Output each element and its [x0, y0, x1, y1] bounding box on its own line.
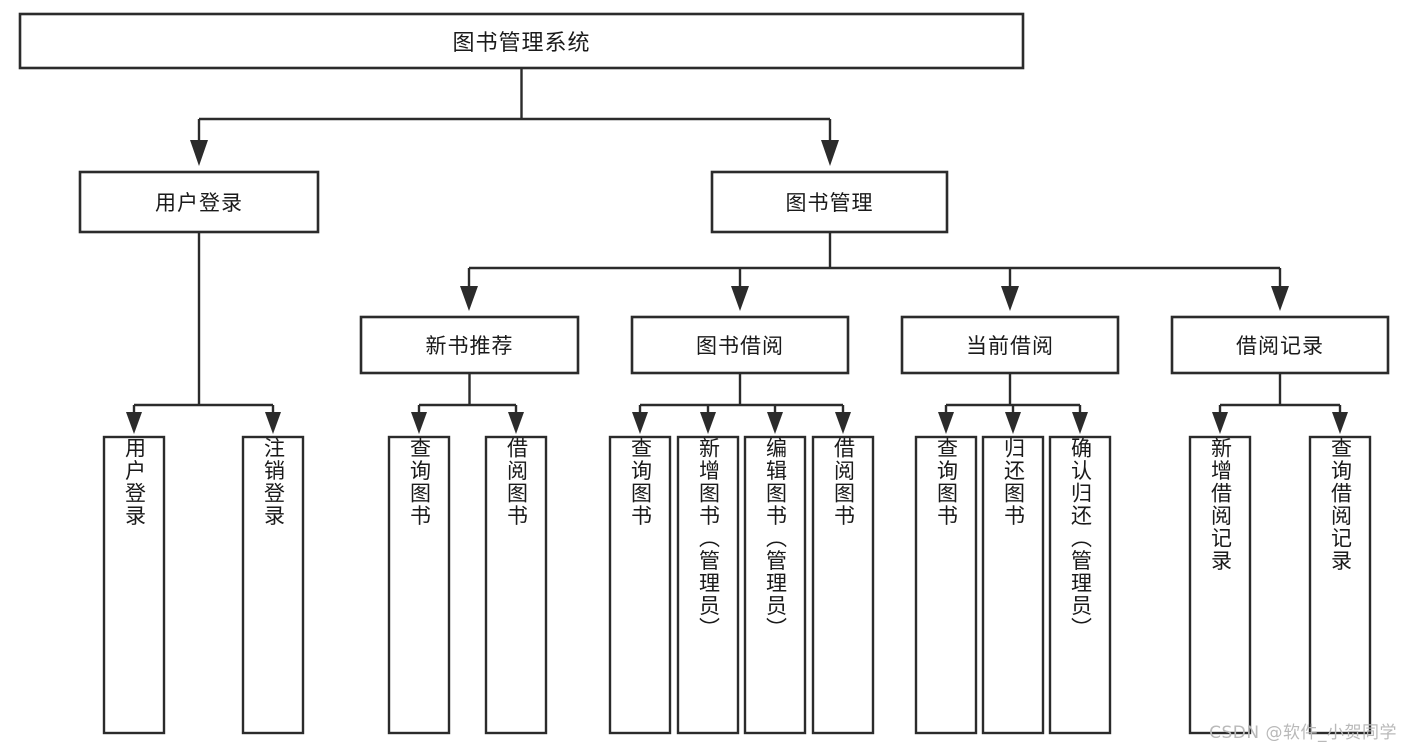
node-box-leaf-12[interactable] [1308, 435, 1372, 735]
node-box-book-borrow[interactable] [630, 315, 850, 375]
node-box-new-book-recommend[interactable] [359, 315, 580, 375]
node-box-current-borrow[interactable] [900, 315, 1120, 375]
edge-group-borrow-to-leaves [632, 373, 851, 434]
node-box-borrow-record[interactable] [1170, 315, 1390, 375]
node-box-root[interactable] [18, 12, 1025, 70]
node-box-user-login[interactable] [78, 170, 320, 234]
arrowhead-leaf-query-book-3 [938, 412, 954, 434]
arrowhead-leaf-borrow-book-2 [835, 412, 851, 434]
node-box-leaf-10[interactable] [1048, 435, 1112, 735]
edge-group-bookmgmt-to-level3 [460, 232, 1289, 311]
arrowhead-to-borrow [731, 286, 749, 311]
node-box-leaf-9[interactable] [981, 435, 1045, 735]
node-box-leaf-4[interactable] [608, 435, 672, 735]
node-box-leaf-1[interactable] [241, 435, 305, 735]
node-box-leaf-8[interactable] [914, 435, 978, 735]
edge-group-root-to-level2 [190, 68, 839, 166]
arrowhead-leaf-user-login [126, 412, 142, 434]
edge-group-userlogin-to-leaves [126, 232, 281, 434]
arrowhead-leaf-query-book-2 [632, 412, 648, 434]
node-box-leaf-3[interactable] [484, 435, 548, 735]
arrowhead-leaf-logout [265, 412, 281, 434]
node-box-leaf-0[interactable] [102, 435, 166, 735]
node-box-leaf-2[interactable] [387, 435, 451, 735]
node-box-leaf-5[interactable] [676, 435, 740, 735]
edge-group-current-to-leaves [938, 373, 1088, 434]
arrowhead-leaf-add-book [700, 412, 716, 434]
arrowhead-leaf-borrow-book-1 [508, 412, 524, 434]
arrowhead-to-current [1001, 286, 1019, 311]
arrowhead-leaf-confirm-return [1072, 412, 1088, 434]
node-box-leaf-11[interactable] [1188, 435, 1252, 735]
node-box-leaf-6[interactable] [743, 435, 807, 735]
arrowhead-leaf-query-record [1332, 412, 1348, 434]
arrowhead-leaf-edit-book [767, 412, 783, 434]
arrowhead-leaf-return-book [1005, 412, 1021, 434]
arrowhead-leaf-add-record [1212, 412, 1228, 434]
arrowhead-to-user-login [190, 140, 208, 166]
node-box-book-management[interactable] [710, 170, 949, 234]
arrowhead-to-new-book [460, 286, 478, 311]
arrowhead-to-record [1271, 286, 1289, 311]
edge-group-record-to-leaves [1212, 373, 1348, 434]
arrowhead-leaf-query-book-1 [411, 412, 427, 434]
arrowhead-to-book-mgmt [821, 140, 839, 166]
node-box-leaf-7[interactable] [811, 435, 875, 735]
edge-group-newbook-to-leaves [411, 373, 524, 434]
